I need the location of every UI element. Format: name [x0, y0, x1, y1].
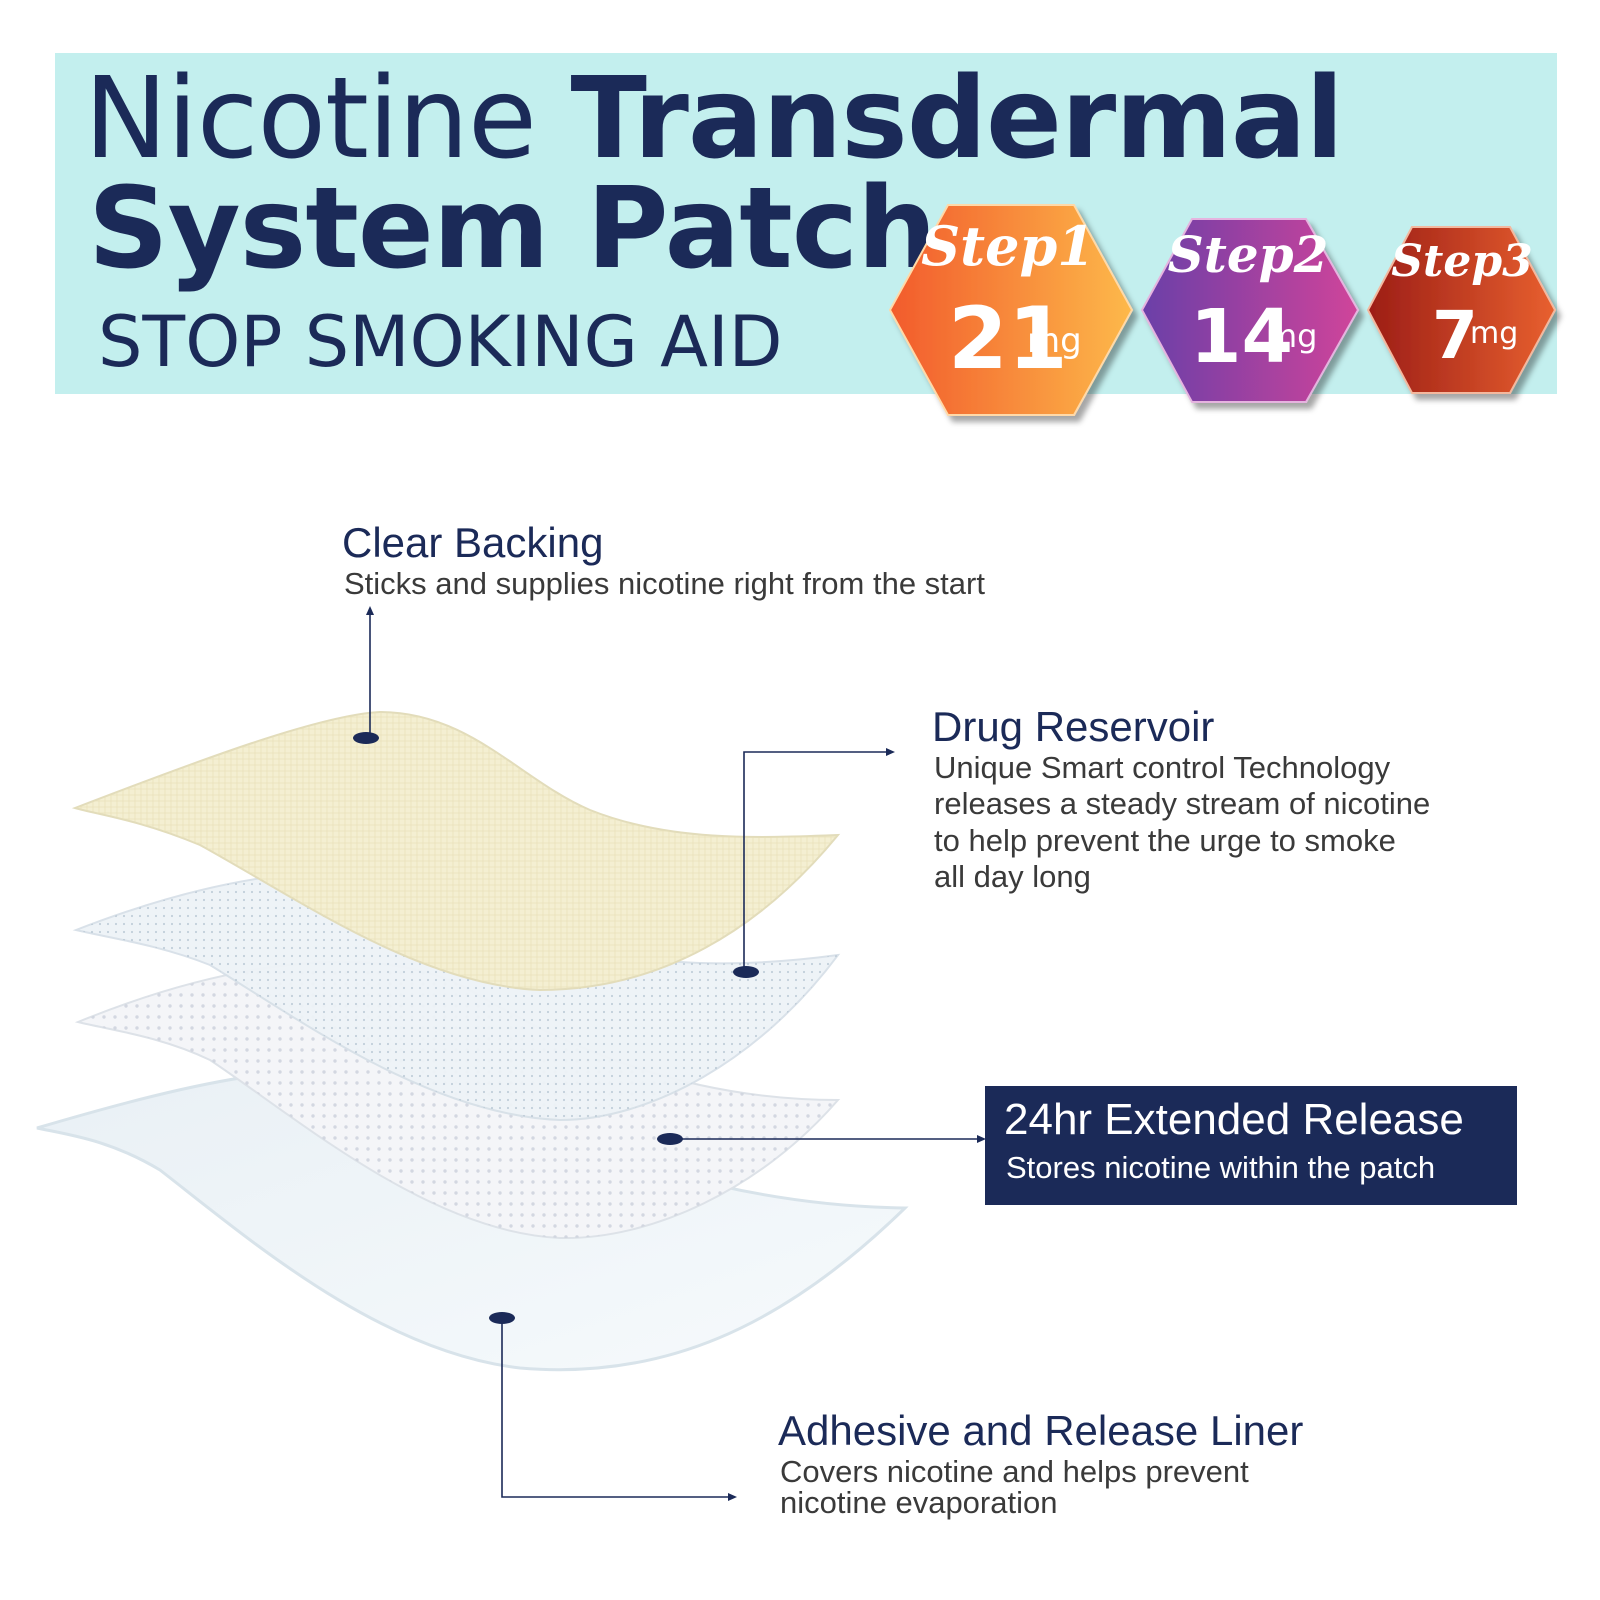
- step2-label: Step2: [1168, 225, 1329, 284]
- connector-extended-release: [657, 1133, 986, 1145]
- step2-dose: 14: [1190, 294, 1293, 380]
- clear-backing-layer: [71, 710, 841, 992]
- extended-release-box: [985, 1086, 1517, 1205]
- step3-label: Step3: [1391, 236, 1532, 287]
- title-bold: Transdermal: [570, 54, 1344, 184]
- adhesive-liner-title: Adhesive and Release Liner: [778, 1407, 1304, 1454]
- connector-adhesive-liner: [489, 1312, 737, 1501]
- connector-clear-backing: [353, 606, 379, 744]
- step3-unit: mg: [1470, 316, 1518, 351]
- step1-unit: mg: [1027, 321, 1082, 361]
- title-light: Nicotine: [84, 54, 537, 184]
- drug-reservoir-description: Unique Smart control Technology releases…: [934, 750, 1430, 895]
- subtitle: STOP SMOKING AID: [98, 301, 783, 383]
- adhesive-liner-line-2: nicotine evaporation: [780, 1485, 1058, 1520]
- drug-reservoir-line-4: all day long: [934, 858, 1091, 894]
- title-line-1: Nicotine Transdermal: [84, 57, 1344, 181]
- step3-dose: 7: [1432, 297, 1478, 374]
- connector-drug-reservoir: [733, 748, 895, 978]
- step1-dose: 21: [948, 289, 1068, 389]
- title-line-2: System Patch: [88, 164, 937, 294]
- step2-badge: Step2 14 mg: [1140, 218, 1360, 403]
- step-badges: Step1 21 mg Step2 14 mg Step3 7 mg: [888, 204, 1557, 416]
- adhesive-liner-description: Covers nicotine and helps prevent nicoti…: [780, 1456, 1249, 1518]
- drug-reservoir-line-1: Unique Smart control Technology: [934, 750, 1391, 785]
- clear-backing-title: Clear Backing: [342, 519, 604, 566]
- adhesive-liner-line-1: Covers nicotine and helps prevent: [780, 1454, 1249, 1489]
- drug-reservoir-line-2: releases a steady stream of nicotine: [934, 786, 1431, 822]
- extended-release-description: Stores nicotine within the patch: [1006, 1150, 1436, 1185]
- step1-label: Step1: [921, 214, 1095, 278]
- drug-reservoir-title: Drug Reservoir: [932, 703, 1215, 750]
- extended-release-title: 24hr Extended Release: [1004, 1095, 1464, 1144]
- step1-badge: Step1 21 mg: [888, 204, 1134, 416]
- clear-backing-description: Sticks and supplies nicotine right from …: [344, 566, 985, 601]
- drug-reservoir-line-3: to help prevent the urge to smoke: [934, 822, 1396, 858]
- step2-unit: mg: [1266, 317, 1317, 355]
- step3-badge: Step3 7 mg: [1366, 226, 1557, 394]
